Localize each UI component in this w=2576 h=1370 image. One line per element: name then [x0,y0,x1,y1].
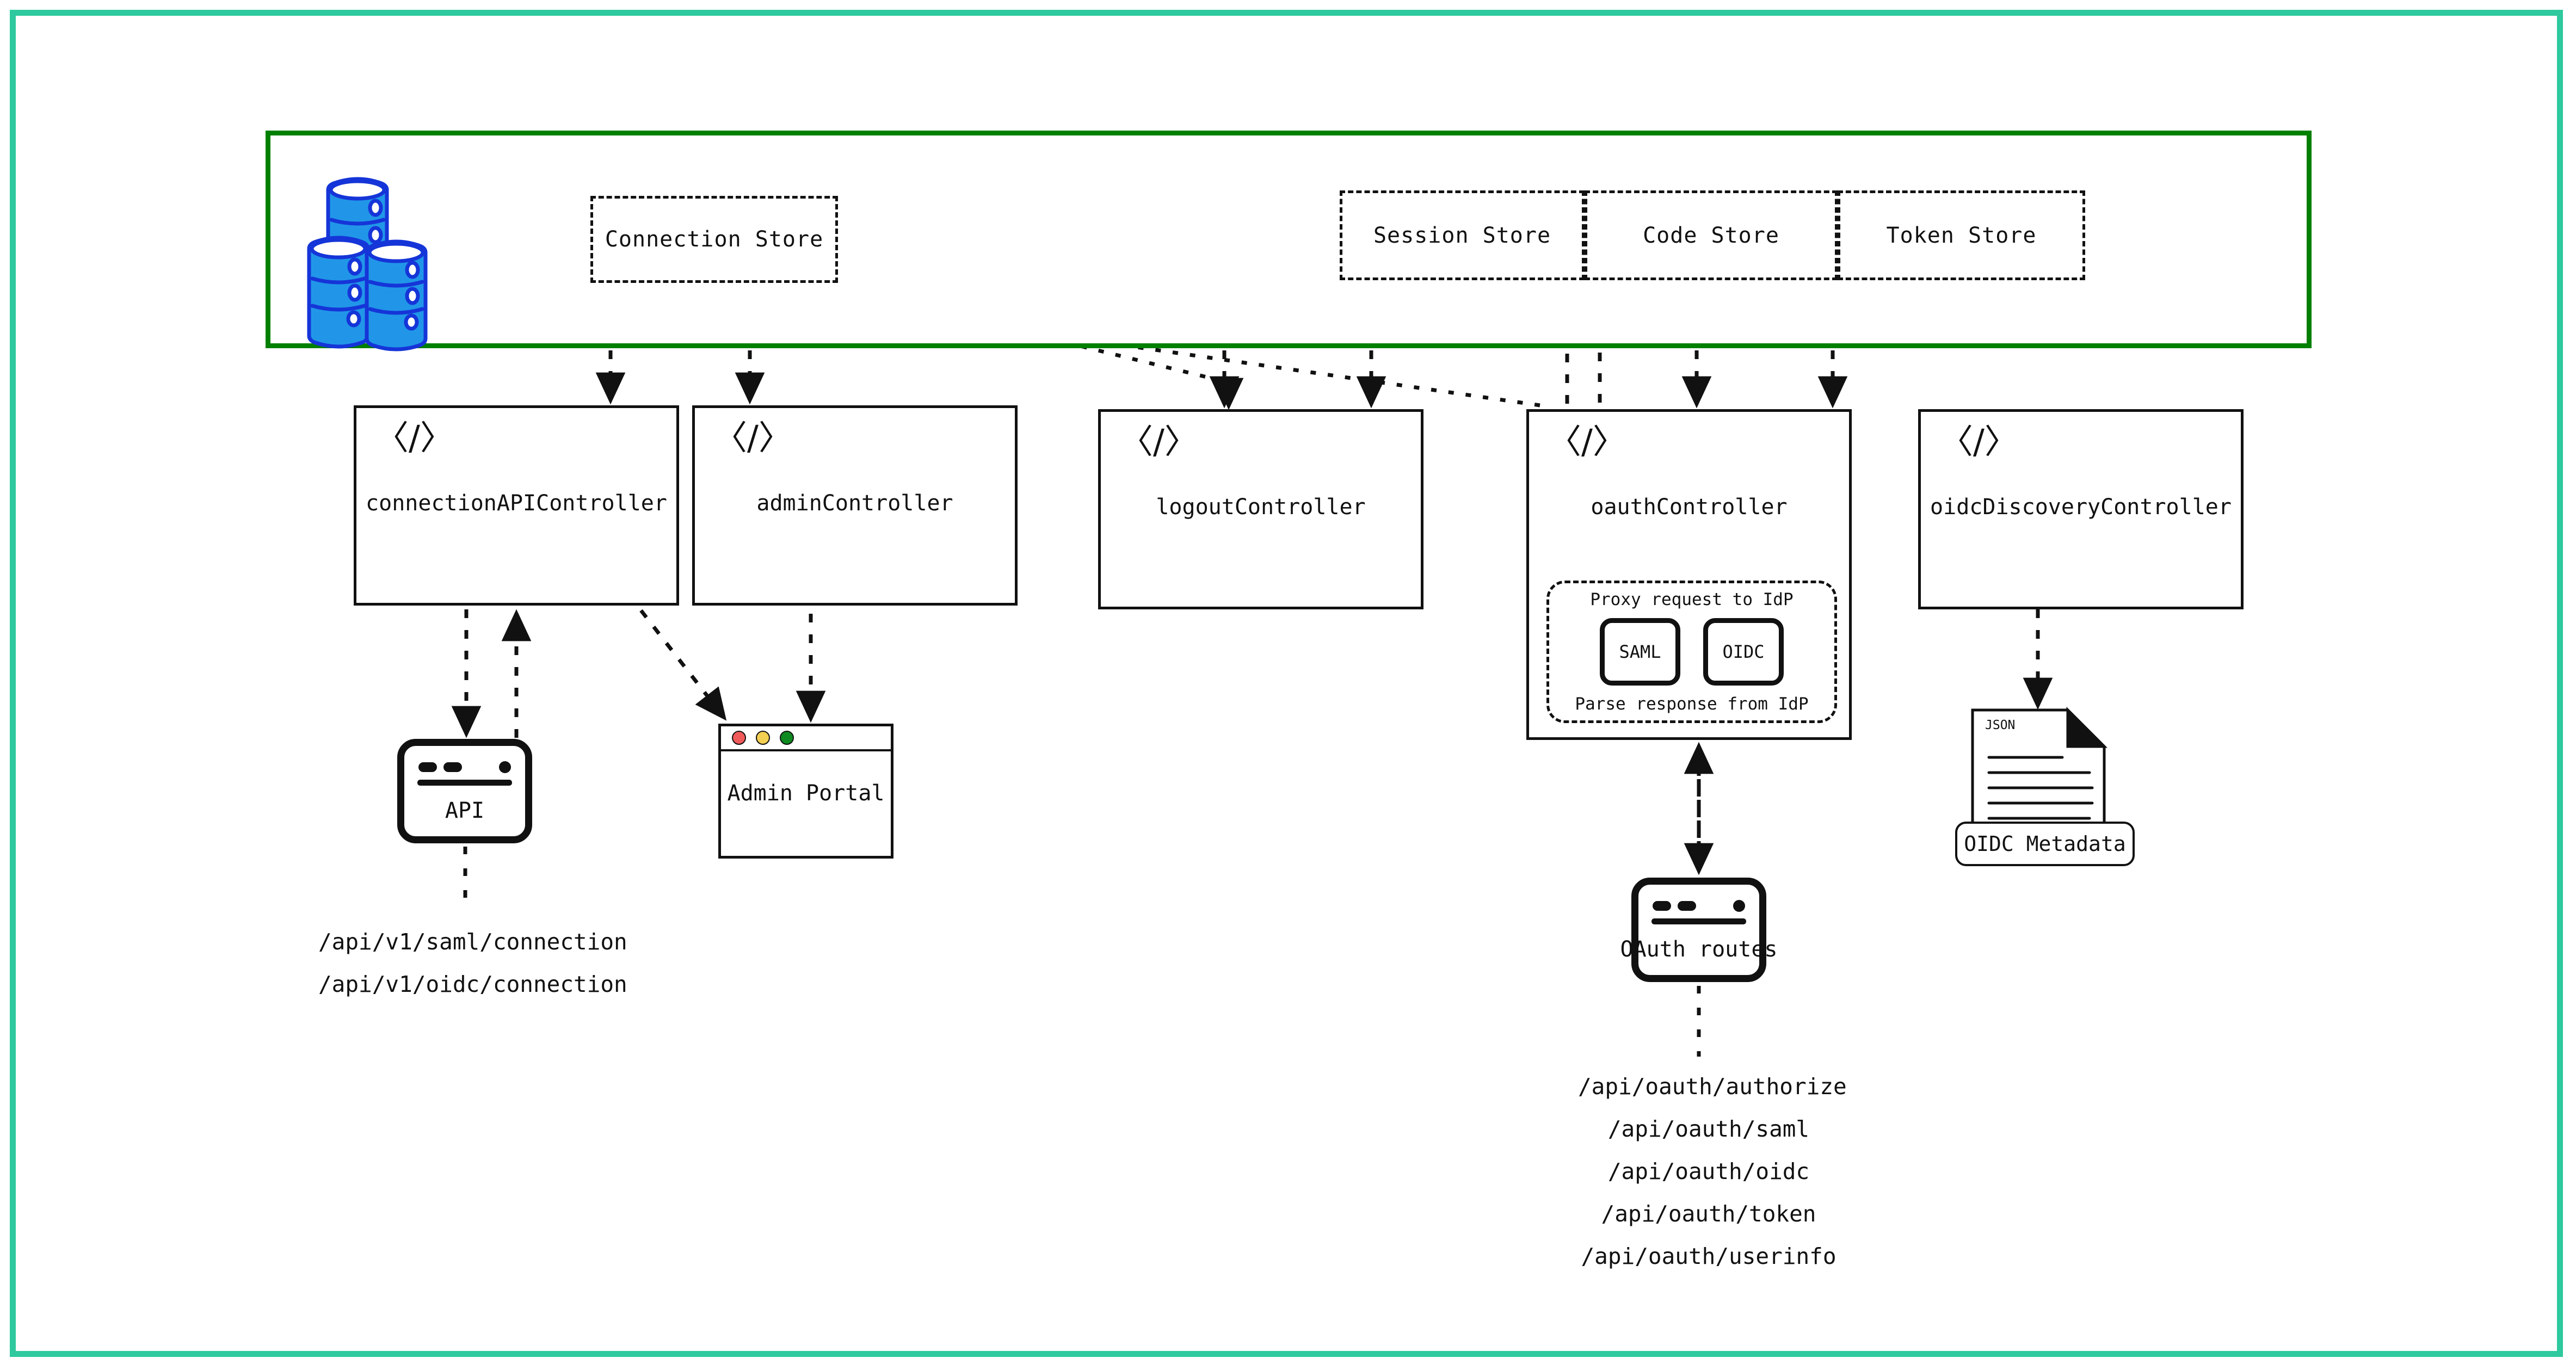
code-icon: 〈/〉 [713,418,792,458]
endpoint-item: /api/oauth/token [1601,1201,1816,1227]
endpoint-list-connection-api: /api/v1/saml/connection /api/v1/oidc/con… [318,921,627,1005]
window-dash-icon [443,762,462,772]
window-dash-icon [418,762,437,772]
idp-proxy-group: Proxy request to IdP SAML OIDC Parse res… [1546,581,1837,723]
controller-label: logoutController [1156,495,1366,520]
controller-label: adminController [756,491,953,516]
code-icon: 〈/〉 [1939,422,2018,461]
code-icon: 〈/〉 [1548,422,1626,461]
code-icon: 〈/〉 [375,418,454,458]
store-label: Code Store [1643,223,1779,248]
client-oauth-routes[interactable]: OAuth routes [1620,878,1777,982]
endpoint-list-oauth: /api/oauth/authorize /api/oauth/saml /ap… [1578,1065,1847,1278]
window-titlebar [721,726,891,751]
traffic-light-red-icon [732,731,746,745]
store-code[interactable]: Code Store [1585,190,1838,280]
endpoint-item: /api/v1/saml/connection [318,929,627,955]
idp-proxy-request-label: Proxy request to IdP [1590,590,1794,609]
traffic-light-green-icon [780,731,794,745]
window-rule [1651,918,1746,924]
client-label: OAuth routes [1620,937,1778,962]
endpoint-item: /api/oauth/authorize [1578,1073,1847,1100]
endpoint-item: /api/oauth/userinfo [1581,1243,1837,1269]
window-dash-icon [1678,901,1696,911]
idp-protocol-pills: SAML OIDC [1600,618,1784,686]
controller-admin[interactable]: 〈/〉 adminController [692,405,1018,606]
endpoint-item: /api/oauth/oidc [1607,1158,1810,1184]
client-label: OIDC Metadata [1964,832,2126,856]
traffic-light-yellow-icon [756,731,770,745]
controller-oidc-discovery[interactable]: 〈/〉 oidcDiscoveryController [1918,409,2244,609]
window-dot-icon [499,761,511,773]
window-dash-icon [1653,901,1671,911]
controller-label: connectionAPIController [366,491,667,516]
outer-frame [10,10,2563,1357]
store-label: Session Store [1373,223,1551,248]
protocol-label: SAML [1619,641,1661,662]
client-label: Admin Portal [727,781,885,806]
protocol-label: OIDC [1722,641,1765,662]
controller-label: oidcDiscoveryController [1930,495,2232,520]
store-token[interactable]: Token Store [1838,190,2085,280]
controller-logout[interactable]: 〈/〉 logoutController [1098,409,1423,609]
code-icon: 〈/〉 [1119,422,1198,461]
client-api[interactable]: API [397,739,532,843]
endpoint-item: /api/v1/oidc/connection [318,971,627,997]
controller-connection-api[interactable]: 〈/〉 connectionAPIController [354,405,679,606]
window-dot-icon [1733,900,1745,912]
store-connection[interactable]: Connection Store [590,196,838,283]
store-label: Connection Store [605,227,824,252]
window-titlebar [418,758,511,776]
json-doc-tag: JSON [1985,718,2016,732]
store-session[interactable]: Session Store [1340,190,1585,280]
window-titlebar [1653,897,1745,915]
idp-parse-response-label: Parse response from IdP [1575,694,1809,714]
protocol-oidc[interactable]: OIDC [1703,618,1784,686]
client-oidc-metadata[interactable]: OIDC Metadata [1955,822,2135,866]
controller-oauth[interactable]: 〈/〉 oauthController Proxy request to IdP… [1526,409,1852,740]
client-label: API [445,798,485,823]
endpoint-item: /api/oauth/saml [1607,1116,1810,1142]
client-admin-portal[interactable]: Admin Portal [718,724,893,859]
store-label: Token Store [1886,223,2037,248]
controller-label: oauthController [1591,495,1788,520]
window-rule [417,780,512,786]
protocol-saml[interactable]: SAML [1600,618,1680,686]
